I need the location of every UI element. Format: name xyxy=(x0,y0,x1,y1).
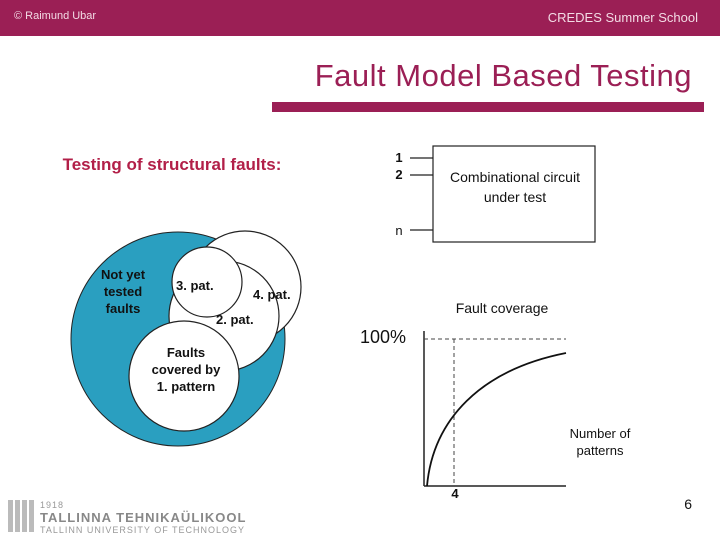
input-label-1: 1 xyxy=(395,150,403,165)
page-number: 6 xyxy=(684,496,692,512)
header-bar: © Raimund Ubar CREDES Summer School xyxy=(0,0,720,36)
chart-x-marker: 4 xyxy=(451,486,459,501)
chart-title: Fault coverage xyxy=(455,300,549,316)
circuit-box xyxy=(432,145,596,243)
title-underline xyxy=(272,102,704,112)
label-pattern-2: 2. pat. xyxy=(216,312,254,327)
label-pattern-1: Faults covered by 1. pattern xyxy=(151,345,221,394)
school-name: CREDES Summer School xyxy=(547,10,698,25)
chart-x-label: Number of patterns xyxy=(569,426,631,458)
label-pattern-3: 3. pat. xyxy=(176,278,214,293)
university-name-en: TALLINN UNIVERSITY OF TECHNOLOGY xyxy=(40,525,246,535)
copyright-text: © Raimund Ubar xyxy=(14,10,97,22)
label-not-yet-tested: Not yet tested faults xyxy=(100,267,146,316)
university-year: 1918 xyxy=(40,500,65,510)
university-logo-icon xyxy=(8,500,34,532)
coverage-curve xyxy=(426,352,567,487)
label-pattern-4: 4. pat. xyxy=(253,287,291,302)
venn-circle-1 xyxy=(128,320,240,432)
input-label-n: n xyxy=(395,223,403,238)
venn-circle-3 xyxy=(171,246,243,318)
circuit-label: Combinational circuit under test xyxy=(450,169,580,205)
university-name-et: TALLINNA TEHNIKAÜLIKOOL xyxy=(40,510,247,525)
input-label-2: 2 xyxy=(395,167,403,182)
slide-subtitle: Testing of structural faults: xyxy=(62,155,282,174)
slide-title: Fault Model Based Testing xyxy=(314,58,692,93)
chart-y-label: 100% xyxy=(359,327,407,347)
